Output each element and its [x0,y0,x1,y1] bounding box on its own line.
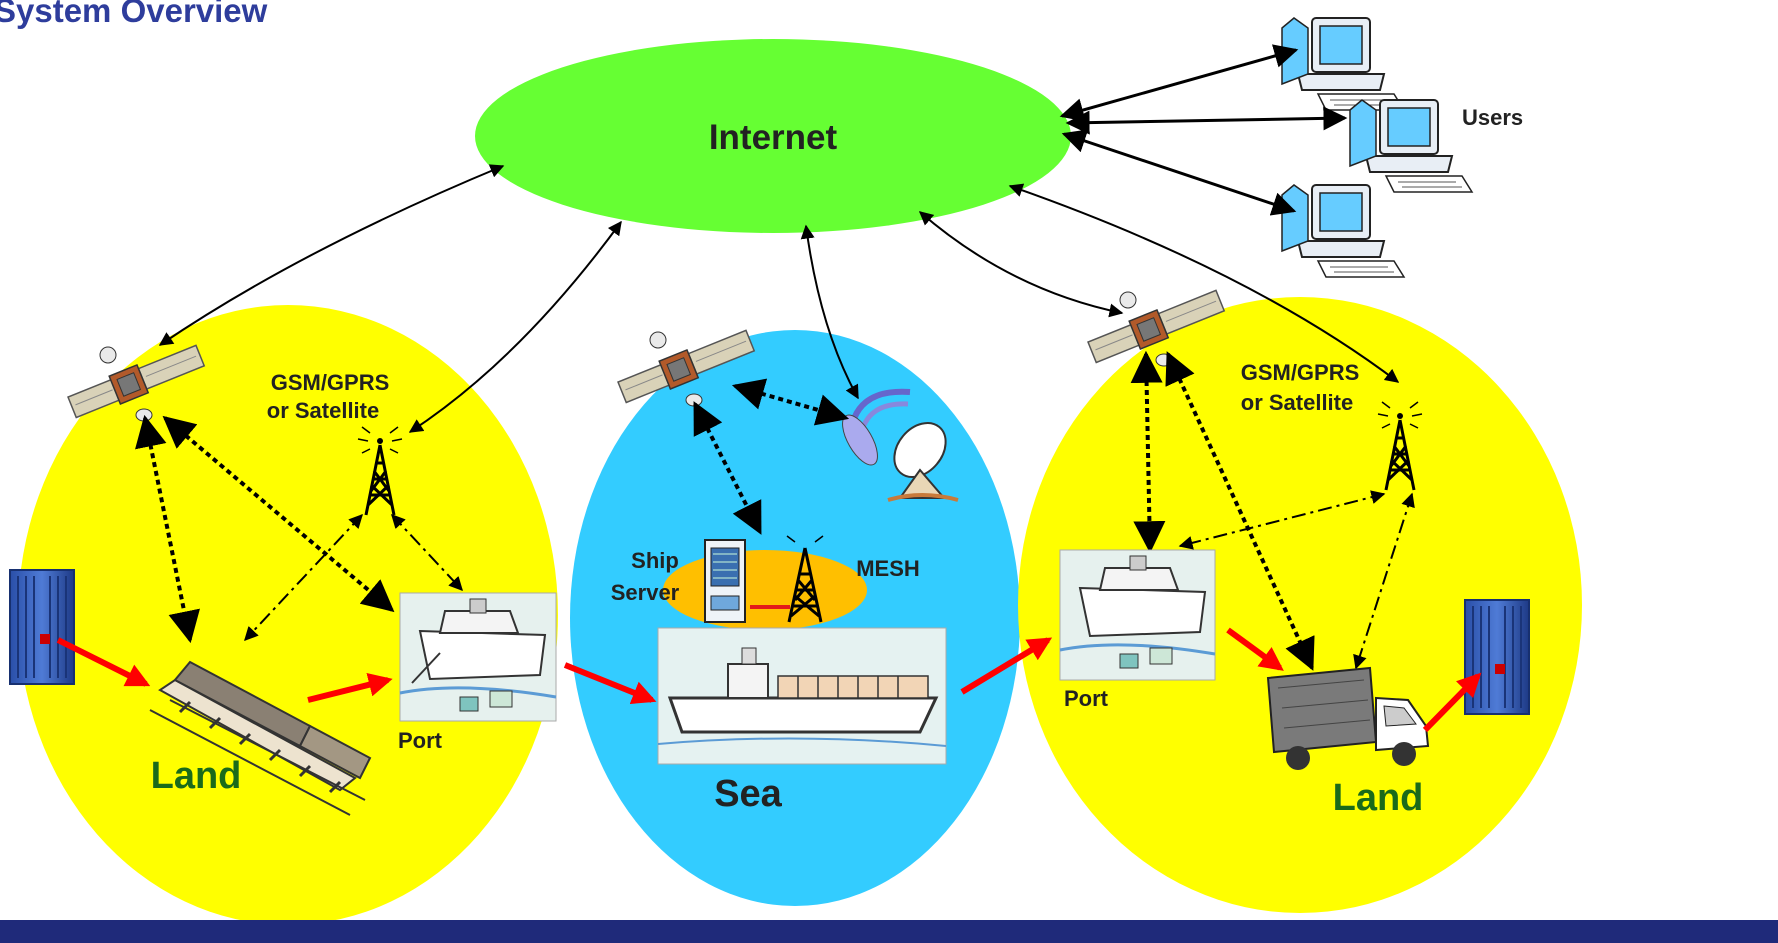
internet-cloud [475,39,1071,233]
mesh-label: MESH [856,556,920,581]
flow-arrow [960,637,1053,695]
shipping-container-icon [1464,599,1530,715]
computer-icon [1281,17,1405,111]
internet-users-arrow [1065,106,1348,135]
land-label-right: Land [1333,777,1424,819]
flow-arrow [56,637,151,687]
satellite-link [1130,350,1166,554]
flow-arrow [307,673,393,703]
flow-arrow [563,662,657,704]
tower-link [391,513,463,592]
gsm-label-left-2: or Satellite [267,398,379,423]
satellite-link [731,378,850,426]
cell-tower-icon [786,535,824,623]
port-icon [1059,549,1216,681]
port-label-left: Port [398,728,443,753]
sea-label: Sea [714,773,782,815]
computer-icon [1349,99,1473,193]
computer-icon [1281,184,1405,278]
gsm-label-left: GSM/GPRS [271,370,390,395]
land-label-left: Land [151,755,242,797]
port-icon [399,592,557,722]
server-rack-icon [704,539,746,623]
internet-users-arrow [1059,44,1299,122]
port-label-right: Port [1064,686,1109,711]
truck-icon [1266,666,1430,770]
internet-link-arrow [918,211,1124,318]
internet-link-arrow [408,220,622,433]
cargo-ship-icon [657,627,947,765]
internet-users-arrow [1061,129,1297,216]
internet-link-arrow [1008,183,1400,383]
internet-link-arrow [158,164,505,346]
ship-server-label-2: Server [611,580,680,605]
gsm-label-right-2: or Satellite [1241,390,1353,415]
tower-link [1178,490,1386,550]
page-title: System Overview [0,0,268,29]
satellite-link [135,414,200,644]
satellite-dish-icon [842,388,959,502]
shipping-container-icon [9,569,75,685]
ship-platform [663,550,867,630]
train-icon [149,660,372,816]
tower-link [1353,492,1415,670]
flow-arrow [1422,672,1482,733]
users-label: Users [1462,105,1523,130]
tower-link [244,513,363,642]
ship-server-label: Ship [631,548,679,573]
gsm-label-right: GSM/GPRS [1241,360,1360,385]
internet-label: Internet [709,118,838,157]
satellite-link [693,401,762,535]
bottom-bar [0,920,1778,943]
flow-arrow [1226,627,1284,671]
internet-link-arrow [800,224,859,400]
